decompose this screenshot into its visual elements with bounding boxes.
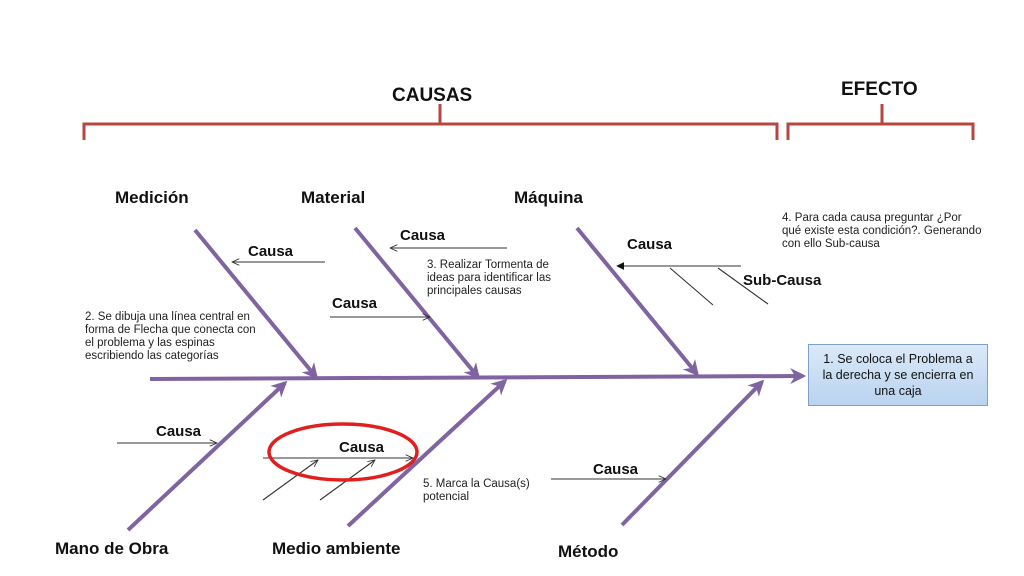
causes-bracket: [82, 104, 779, 140]
note-step-4: 4. Para cada causa preguntar ¿Por qué ex…: [782, 212, 982, 250]
bone-mano-obra: [126, 380, 288, 532]
problem-box: 1. Se coloca el Problema a la derecha y …: [808, 344, 988, 406]
bone-metodo: [620, 379, 765, 527]
category-metodo: Método: [558, 542, 619, 561]
category-maquina: Máquina: [514, 188, 583, 207]
bone-medio-ambiente: [346, 378, 508, 528]
effect-bracket: [786, 104, 975, 140]
cause-medio-ambiente: Causa: [339, 439, 385, 456]
arrow-subcause-2: [717, 267, 769, 305]
category-bones: [126, 226, 765, 532]
arrow-subcause-env-1: [262, 460, 318, 501]
category-medio-ambiente: Medio ambiente: [272, 539, 401, 558]
category-medicion: Medición: [115, 188, 189, 207]
category-material: Material: [301, 188, 366, 207]
cause-material-top: Causa: [400, 227, 446, 244]
subcause-label: Sub-Causa: [743, 272, 822, 289]
category-mano-obra: Mano de Obra: [55, 539, 169, 558]
cause-medicion: Causa: [248, 243, 294, 260]
cause-arrows: [117, 248, 769, 501]
cause-maquina: Causa: [627, 236, 673, 253]
bone-maquina: [575, 226, 700, 377]
arrow-subcause-1: [669, 267, 714, 306]
potential-cause-highlight: [267, 422, 419, 482]
cause-material-bottom: Causa: [332, 295, 378, 312]
note-step-2: 2. Se dibuja una línea central en forma …: [85, 311, 256, 362]
effect-header: EFECTO: [841, 79, 918, 100]
cause-mano-obra: Causa: [156, 423, 202, 440]
problem-box-text: 1. Se coloca el Problema a la derecha y …: [822, 352, 974, 398]
note-step-3: 3. Realizar Tormenta de ideas para ident…: [427, 259, 552, 297]
bone-material: [353, 226, 481, 380]
bone-medicion: [193, 228, 319, 380]
note-step-5: 5. Marca la Causa(s) potencial: [423, 478, 530, 503]
causes-header: CAUSAS: [392, 85, 473, 106]
cause-metodo: Causa: [593, 461, 639, 478]
